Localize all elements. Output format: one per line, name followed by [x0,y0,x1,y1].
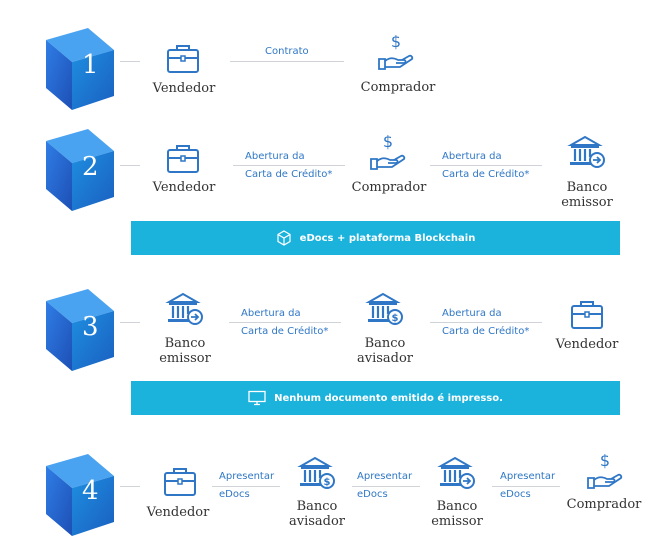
step-2-number: 2 [82,152,99,182]
row4-vendedor-label: Vendedor [146,505,210,520]
row1-contrato-label: Contrato [265,46,309,57]
row4-conn3-label-1: Apresentar [500,471,556,482]
step-3-number: 3 [82,312,99,342]
row1-connector-line [230,61,344,62]
bank-arrow-icon [165,290,205,330]
row2-conn1-label-2: Carta de Crédito* [245,169,333,180]
row1-vendedor-label: Vendedor [152,81,216,96]
step-2-divider [120,165,140,166]
row2-banco-label-1: Banco [566,180,608,195]
row3-conn2-label-1: Abertura da [442,308,502,319]
row2-vendedor-label: Vendedor [152,180,216,195]
row3-banco-avisador-label-2: avisador [356,351,414,366]
row1-comprador-label: Comprador [360,80,436,95]
briefcase-icon [160,461,200,501]
row4-conn1-label-1: Apresentar [219,471,275,482]
row4-connector3-line [492,486,560,487]
row2-conn2-label-2: Carta de Crédito* [442,169,530,180]
row4-conn3-label-2: eDocs [500,489,531,500]
row3-conn2-label-2: Carta de Crédito* [442,326,530,337]
row4-banco-emissor-label-1: Banco [436,499,478,514]
bank-dollar-icon [297,454,337,494]
step-3-divider [120,322,140,323]
row3-connector1-line [229,322,341,323]
row2-connector2-line [430,165,542,166]
step-4-divider [120,486,140,487]
row4-conn2-label-1: Apresentar [357,471,413,482]
row3-vendedor-label: Vendedor [555,337,619,352]
row3-banco-emissor-label-2: emissor [159,351,211,366]
no-print-banner: Nenhum documento emitido é impresso. [131,381,620,415]
row2-connector1-line [233,165,345,166]
hand-dollar-icon [368,133,408,173]
step-4-number: 4 [82,476,99,506]
row4-comprador-label: Comprador [566,497,642,512]
step-3-cube [40,283,120,375]
row4-banco-avisador-label-1: Banco [296,499,338,514]
step-2-cube [40,123,120,215]
step-1-number: 1 [82,50,99,80]
bank-arrow-icon [437,454,477,494]
row2-banco-label-2: emissor [561,195,613,210]
row4-banco-emissor-label-2: emissor [431,514,483,529]
bank-dollar-icon [365,290,405,330]
bank-arrow-icon [567,133,607,173]
briefcase-icon [163,38,203,78]
row4-banco-avisador-label-2: avisador [288,514,346,529]
step-1-divider [120,61,140,62]
row4-connector1-line [212,486,280,487]
row3-banco-emissor-label-1: Banco [164,336,206,351]
row3-conn1-label-2: Carta de Crédito* [241,326,329,337]
row4-conn2-label-2: eDocs [357,489,388,500]
banner2-text: Nenhum documento emitido é impresso. [274,392,503,404]
banner1-text: eDocs + plataforma Blockchain [299,232,476,244]
briefcase-icon [163,138,203,178]
row2-conn2-label-1: Abertura da [442,151,502,162]
edocs-blockchain-banner: eDocs + plataforma Blockchain [131,221,620,255]
monitor-icon [248,390,266,406]
row4-conn1-label-2: eDocs [219,489,250,500]
row3-banco-avisador-label-1: Banco [364,336,406,351]
row3-connector2-line [430,322,542,323]
step-4-cube [40,448,120,540]
hand-dollar-icon [585,452,625,492]
row3-conn1-label-1: Abertura da [241,308,301,319]
row4-connector2-line [352,486,420,487]
hand-dollar-icon [376,33,416,73]
briefcase-icon [567,294,607,334]
row2-conn1-label-1: Abertura da [245,151,305,162]
step-1-cube [40,22,120,114]
cube-icon [277,230,291,246]
row2-comprador-label: Comprador [351,180,427,195]
